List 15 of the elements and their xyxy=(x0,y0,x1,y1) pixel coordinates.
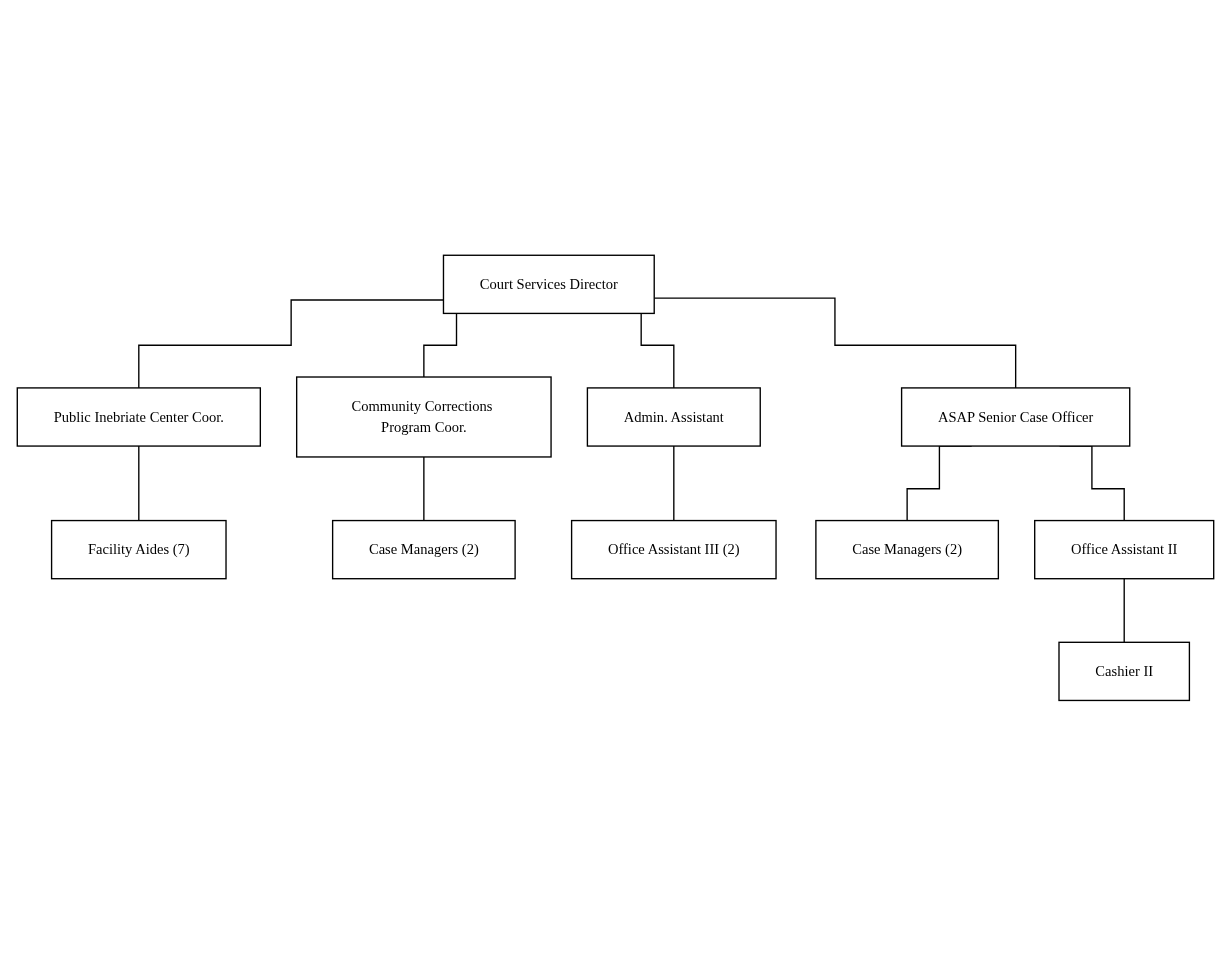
node-box: Community Corrections Program Coor. xyxy=(296,375,552,458)
node-box: Cashier II xyxy=(1058,641,1191,701)
node-box: Case Managers (2) xyxy=(331,519,516,580)
node-box: Office Assistant II xyxy=(1034,519,1215,580)
node-box: ASAP Senior Case Officer xyxy=(900,386,1131,447)
connector xyxy=(673,445,675,521)
node-box: Facility Aides (7) xyxy=(50,519,227,580)
node-box: Case Managers (2) xyxy=(815,519,1000,580)
connector xyxy=(423,455,425,521)
node-box: Admin. Assistant xyxy=(586,386,761,447)
connector xyxy=(138,445,140,521)
node-box: Office Assistant III (2) xyxy=(570,519,777,580)
node-box: Court Services Director xyxy=(442,254,655,314)
node-box: Public Inebriate Center Coor. xyxy=(16,386,261,447)
connector xyxy=(1123,577,1125,643)
